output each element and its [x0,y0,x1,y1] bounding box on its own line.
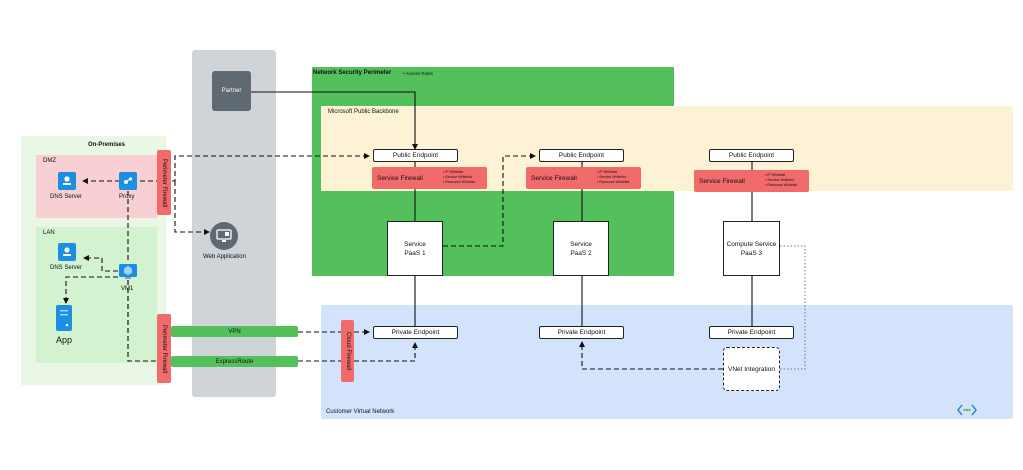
private-endpoint-1: Private Endpoint [373,326,458,339]
nsp-title: Network Security Perimeter [313,70,392,76]
app-server-icon [56,305,72,331]
compute-service-paas-3-line2: PaaS 3 [740,249,763,257]
vm1-label: VM1 [121,286,134,292]
service-firewall-3: Service Firewall • IP Whitelist • Servic… [694,170,809,192]
service-paas-1: Service PaaS 1 [387,221,443,276]
service-firewall-2: Service Firewall • IP Whitelist • Servic… [526,167,641,189]
web-application-label: Web Application [203,254,246,260]
public-endpoint-1: Public Endpoint [373,149,458,162]
vnet-integration: VNet Integration [723,347,780,391]
fw3-rule-ip: • IP Whitelist [765,173,786,177]
cloud-firewall-label: Cloud Firewall [344,331,351,371]
nsp-access-rules: • Access Rules [403,71,433,76]
service-paas-1-line1: Service [404,240,426,248]
compute-to-vnet-integration-dotted [780,245,806,370]
service-firewall-3-rules: • IP Whitelist • Service Whitelist • Res… [765,173,797,188]
vnet-integration-to-private-endpoint-2 [579,341,723,370]
vnet-title: Customer Virtual Network [326,409,395,415]
dmz-dns-server-icon [58,172,76,190]
service-paas-1-line2: PaaS 1 [404,249,426,257]
private-endpoint-2: Private Endpoint [539,326,624,339]
lan-dns-server-label: DNS Server [50,265,83,271]
paas1-to-public-endpoint-2 [443,153,536,247]
private-endpoint-3: Private Endpoint [709,326,794,339]
backbone-title: Microsoft Public Backbone [328,109,399,115]
proxy-label: Proxy [119,194,135,200]
app-label: App [56,335,73,345]
dmz-label: DMZ [43,158,56,164]
web-application-icon [210,222,238,250]
service-firewall-2-rules: • IP Whitelist • Service Whitelist • Res… [597,170,629,185]
cloud-firewall: Cloud Firewall [341,320,354,382]
fw2-rule-resource: • Resource Whitelist [597,180,630,184]
vm1-icon [118,263,138,280]
service-firewall-3-title: Service Firewall [699,177,745,185]
on-premises-title: On-Premises [88,142,126,148]
fw3-rule-service: • Service Whitelist [765,178,794,182]
public-endpoint-2: Public Endpoint [539,149,624,162]
virtual-network-icon [957,404,977,416]
service-firewall-1-title: Service Firewall [377,174,423,182]
service-firewall-2-title: Service Firewall [531,174,577,182]
lan-label: LAN [43,230,55,236]
dmz-dns-server-label: DNS Server [50,194,83,200]
perimeter-firewall-bottom-label: Perimeter Firewall [161,324,167,373]
partner-node: Partner [212,71,251,111]
proxy-icon [119,172,137,190]
proxy-to-web-app [174,181,210,235]
public-endpoint-3: Public Endpoint [709,149,794,162]
fw1-rule-resource: • Resource Whitelist [443,180,476,184]
perimeter-firewall-top: Perimeter Firewall [157,150,171,215]
service-paas-2-line2: PaaS 2 [570,249,592,257]
fw3-rule-resource: • Resource Whitelist [765,183,798,187]
compute-service-paas-3-line1: Compute Service [726,240,777,248]
fw1-rule-ip: • IP Whitelist [443,170,464,174]
service-firewall-1-rules: • IP Whitelist • Service Whitelist • Res… [443,170,475,185]
vm1-to-expressroute [127,280,160,362]
fw1-rule-service: • Service Whitelist [443,175,472,179]
fw2-rule-service: • Service Whitelist [597,175,626,179]
expressroute-link: ExpressRoute [171,356,298,367]
partner-to-public-endpoint-1 [251,91,418,150]
lan-dns-server-icon [58,243,76,261]
service-paas-2-line1: Service [570,240,592,248]
vpn-link: VPN [171,326,298,337]
vm1-to-app [63,276,118,304]
proxy-to-public-endpoint-1 [140,153,370,182]
lan-zone [36,227,157,363]
customer-virtual-network [321,305,1013,419]
partner-label: Partner [221,88,242,94]
perimeter-firewall-top-label: Perimeter Firewall [161,158,167,207]
expressroute-to-private-endpoint-1 [298,342,418,362]
perimeter-firewall-bottom: Perimeter Firewall [157,314,171,383]
service-paas-2: Service PaaS 2 [553,221,609,276]
fw2-rule-ip: • IP Whitelist [597,170,618,174]
service-firewall-1: Service Firewall • IP Whitelist • Servic… [372,167,487,189]
vm1-to-lan-dns [83,255,118,272]
compute-service-paas-3: Compute Service PaaS 3 [723,221,780,276]
